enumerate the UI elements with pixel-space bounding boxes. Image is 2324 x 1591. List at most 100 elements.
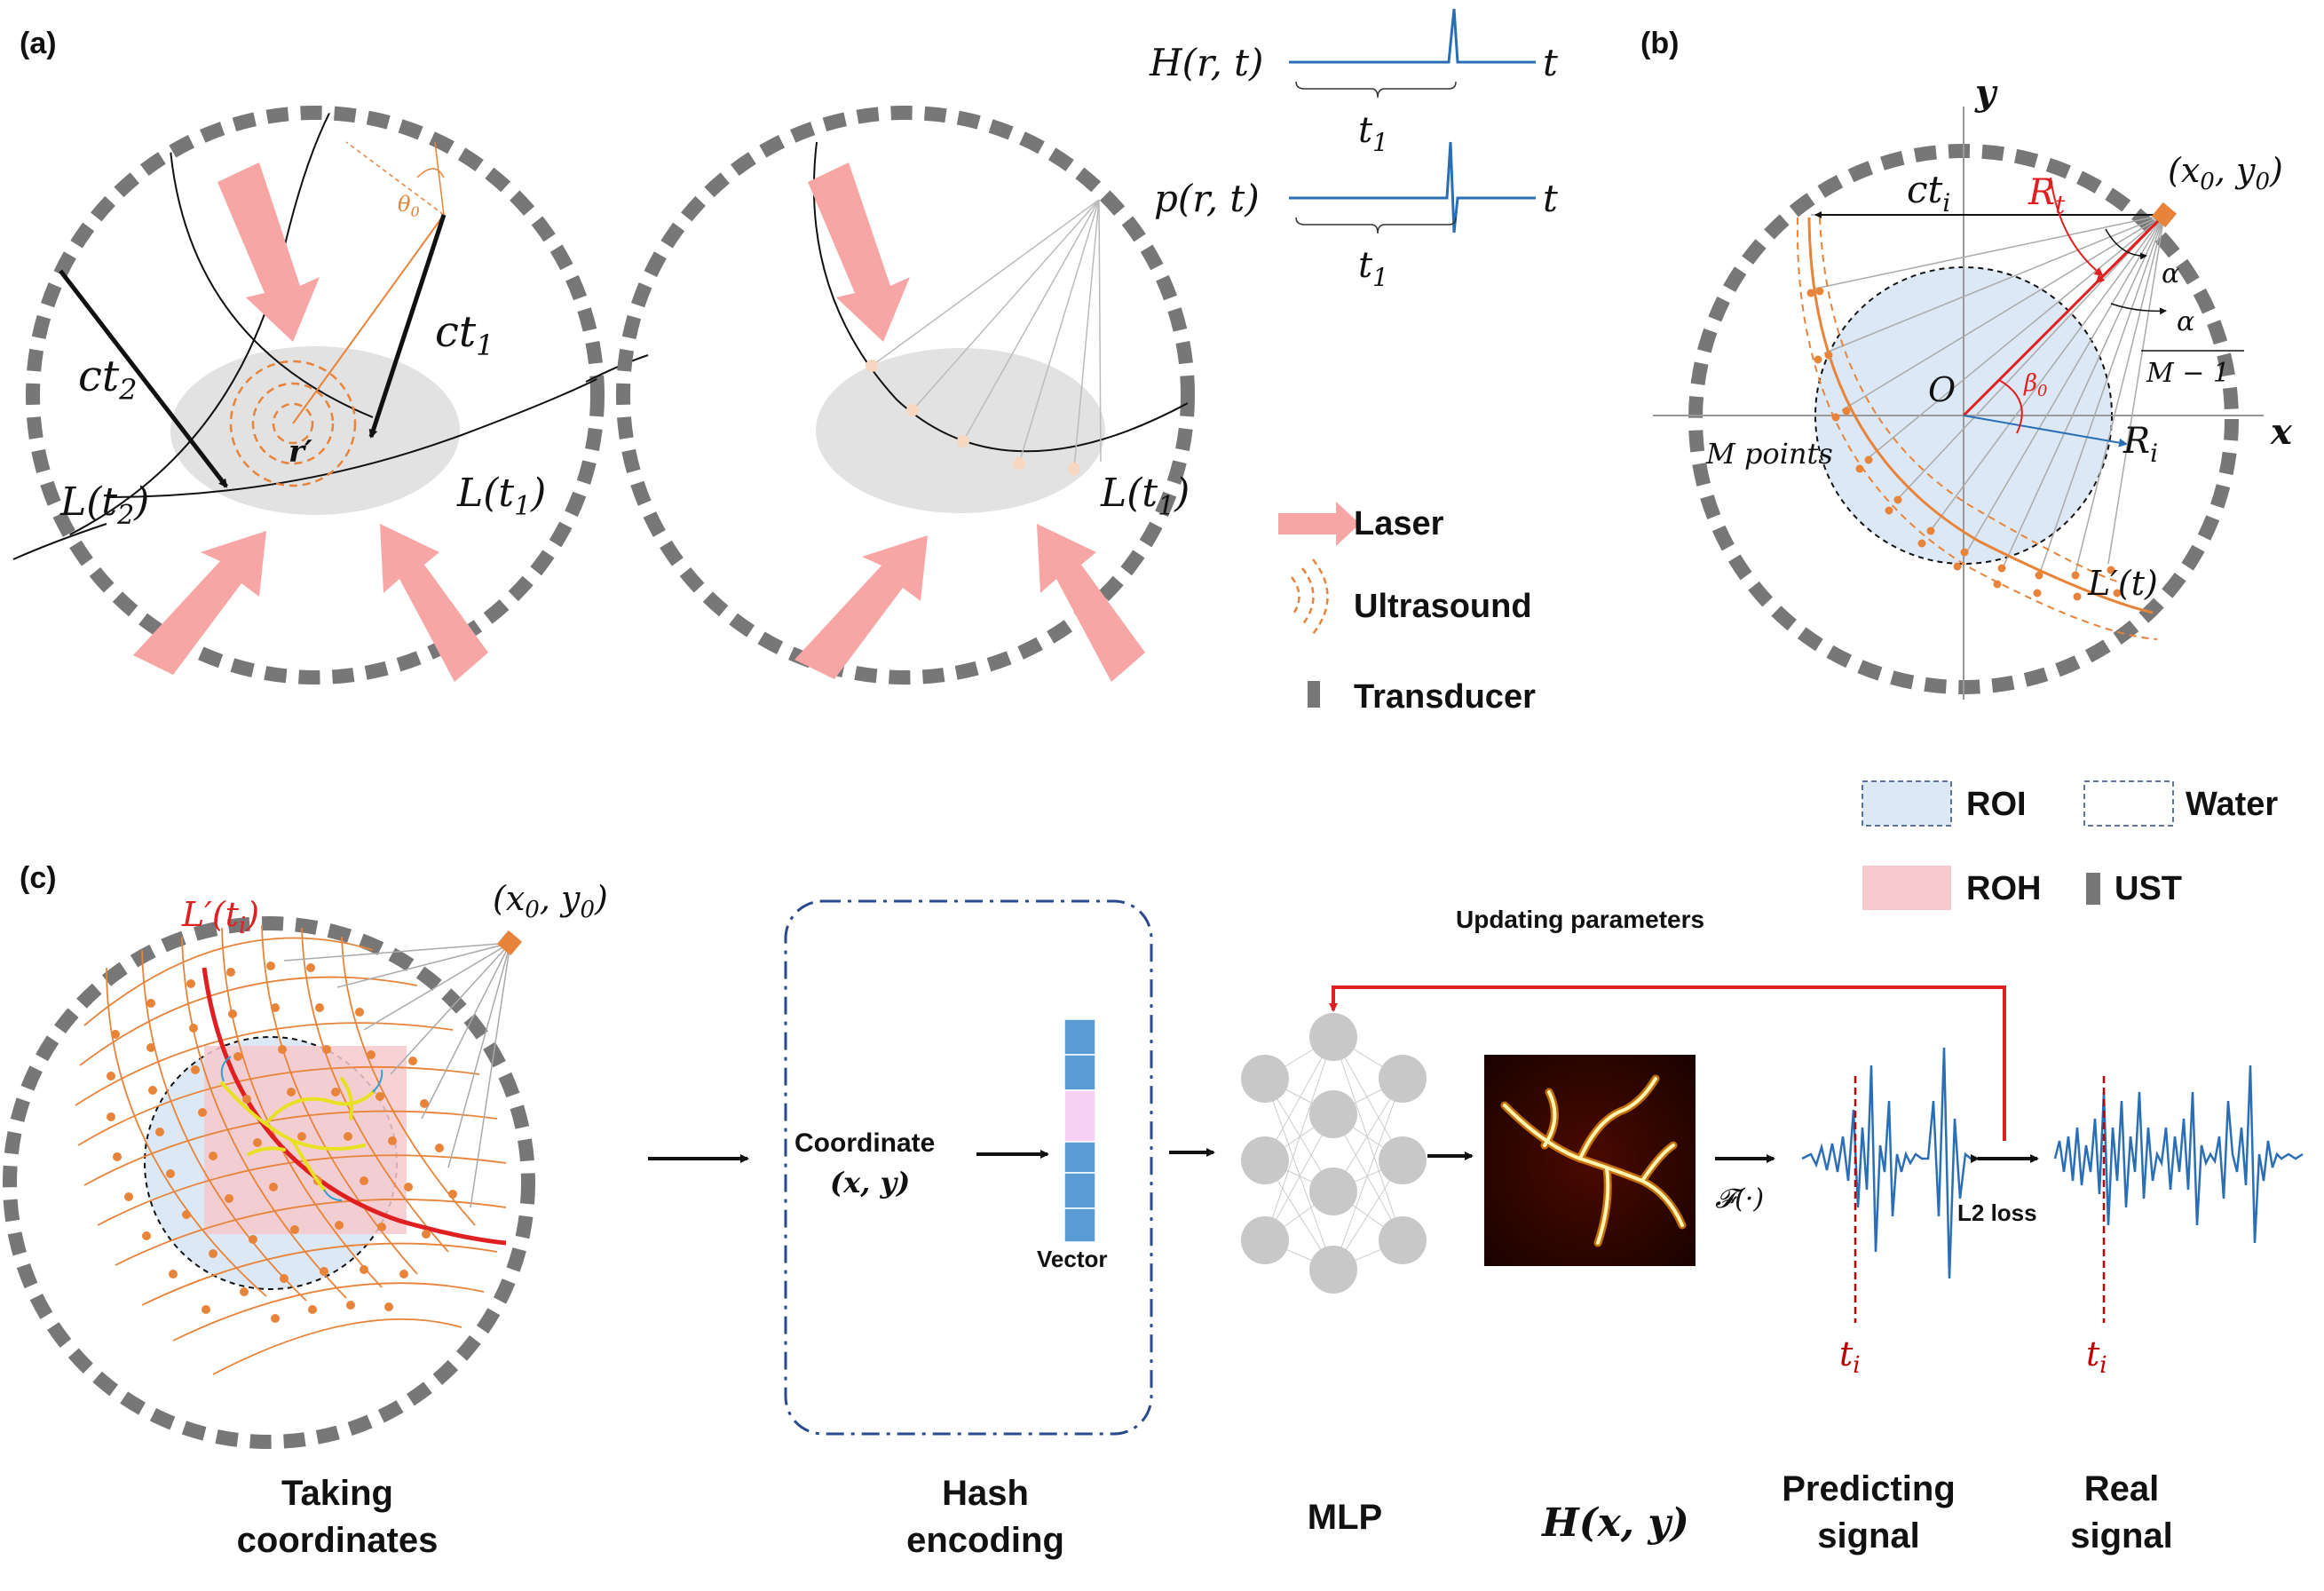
vector-label: Vector <box>1037 1246 1108 1272</box>
cti-label: cti <box>1907 168 1950 218</box>
panel-a-left-diagram: θ0 ct1 ct2 r′ L(t2) L(t1) <box>12 106 649 685</box>
hash-encoding-block: Coordinate (x, y) Vector <box>784 899 1153 1436</box>
L-t2-label: L(t2) <box>59 479 149 531</box>
laser-arrows <box>133 162 488 682</box>
panel-b-diagram: cti Rt Ri β0 α α M − 1 y x O (x0, y0) M … <box>1653 72 2293 700</box>
stage-captions: Taking coordinates Hash encoding MLP H(x… <box>237 1469 2173 1560</box>
legend-water: Water <box>2186 786 2278 823</box>
legend-roi: ROI <box>1966 786 2027 823</box>
transducer-element <box>2151 202 2178 228</box>
c-x0y0-label: (x0, y0) <box>493 879 608 923</box>
m-points <box>1806 287 2122 601</box>
mlp-nodes <box>1241 1013 1427 1294</box>
Ri-label: Ri <box>2122 421 2158 468</box>
panel-label-a: (a) <box>20 27 57 60</box>
legend-laser: Laser <box>1354 505 1444 542</box>
vector-column <box>1063 1018 1096 1243</box>
panel-label-b: (b) <box>1640 27 1679 60</box>
transducer-ring <box>26 106 605 685</box>
p-t1-label: t1 <box>1358 245 1388 292</box>
legend-b: ROI Water ROH UST <box>1862 780 2278 910</box>
tissue-ellipse <box>816 348 1105 513</box>
panel-a-right-diagram: L(t1) <box>616 106 1195 685</box>
updating-parameters-label: Updating parameters <box>1456 906 1704 933</box>
alpha1-label: α <box>2162 258 2179 289</box>
laser-legend-icon <box>1278 502 1360 546</box>
arc-line <box>168 123 374 418</box>
forward-operator-label: 𝓕(·) <box>1715 1183 1764 1215</box>
tissue-ellipse <box>170 346 460 515</box>
M-minus-1-label: M − 1 <box>2146 358 2230 389</box>
legend-roh: ROH <box>1966 870 2041 907</box>
ray-fan <box>1811 214 2165 576</box>
L-prime-ti-label: L′(ti) <box>181 895 259 939</box>
vessel-tree <box>220 1077 375 1191</box>
legend-transducer: Transducer <box>1354 678 1536 716</box>
H-t-label: t <box>1543 41 1558 84</box>
caption-hash-line1: Hash <box>942 1474 1029 1513</box>
H-brace <box>1295 81 1457 99</box>
legend-ultrasound: Ultrasound <box>1354 588 1532 625</box>
ust-legend-icon <box>2086 873 2100 905</box>
panel-c-coordinates-diagram: (x0, y0) L′(ti) <box>3 879 608 1449</box>
predicting-signal-plot: ti 𝓕(·) <box>1715 1047 2008 1379</box>
caption-Hxy: H(x, y) <box>1540 1500 1689 1546</box>
m-points-label: M points <box>1705 437 1833 471</box>
H-signal-label: H(r, t) <box>1149 41 1263 84</box>
arc-dashed-outer <box>1796 217 2158 640</box>
coordinate-label: Coordinate <box>794 1128 935 1158</box>
sample-points <box>866 360 1080 475</box>
caption-predicting-line1: Predicting <box>1782 1469 1956 1508</box>
real-signal-trace <box>2053 1065 2304 1244</box>
ray-fan <box>871 199 1102 470</box>
caption-real-line1: Real <box>2084 1469 2160 1508</box>
hash-encoding-box <box>784 899 1153 1436</box>
transducer-element <box>496 930 523 956</box>
roi-legend-icon <box>1862 780 1952 827</box>
panel-label-c: (c) <box>20 861 57 895</box>
caption-hash-line2: encoding <box>906 1521 1064 1560</box>
ct1-label: ct1 <box>435 307 494 362</box>
ultrasound-rings <box>229 360 357 487</box>
legend-ust: UST <box>2115 870 2182 907</box>
transducer-ring <box>3 916 535 1449</box>
Ri-arrow <box>1963 415 2128 447</box>
mlp-network <box>1241 1013 1427 1294</box>
real-ti-label: ti <box>2086 1334 2107 1379</box>
L-prime-label: L′(t) <box>2087 564 2158 603</box>
transducer-legend-icon <box>1308 681 1320 708</box>
update-feedback-loop: Updating parameters <box>1329 906 2006 1141</box>
transducer-ring <box>616 106 1195 685</box>
p-signal-trace <box>1289 141 1536 234</box>
caption-taking-line1: Taking <box>281 1474 393 1513</box>
p-signal-label: p(r, t) <box>1154 177 1260 220</box>
laser-arrows <box>794 162 1145 682</box>
beta0-label: β0 <box>2023 370 2047 400</box>
origin-label: O <box>1928 370 1956 409</box>
predicting-ti-label: ti <box>1839 1334 1861 1379</box>
arc-dashed-inner <box>1819 217 2118 582</box>
ct1-arrow <box>368 214 447 439</box>
predicting-signal-trace <box>1801 1047 2008 1279</box>
l2-loss-label: L2 loss <box>1957 1199 2037 1226</box>
caption-taking-line2: coordinates <box>237 1521 439 1560</box>
L-t1-label-right: L(t1) <box>1100 471 1190 522</box>
legend-a: Laser Ultrasound Transducer <box>1278 502 1536 716</box>
grid-points <box>107 962 457 1323</box>
xy-label: (x, y) <box>830 1166 910 1199</box>
reconstructed-image <box>1484 1055 1696 1266</box>
roh-rect <box>204 1046 407 1234</box>
x0y0-label: (x0, y0) <box>2168 151 2283 195</box>
L-prime-ti-arc <box>202 967 507 1246</box>
update-arrow <box>1329 985 2006 1141</box>
H-t1-label: t1 <box>1358 110 1388 157</box>
x-axis-label: x <box>2270 411 2293 453</box>
arc-L-prime <box>1807 217 2154 614</box>
caption-real-line2: signal <box>2070 1516 2173 1555</box>
ct2-arrow <box>59 269 228 488</box>
real-signal-plot: ti <box>2053 1065 2304 1379</box>
H-signal-trace <box>1289 8 1536 64</box>
signal-plots: H(r, t) t t1 p(r, t) t t1 <box>1149 8 1558 292</box>
alpha2-label: α <box>2177 306 2194 337</box>
